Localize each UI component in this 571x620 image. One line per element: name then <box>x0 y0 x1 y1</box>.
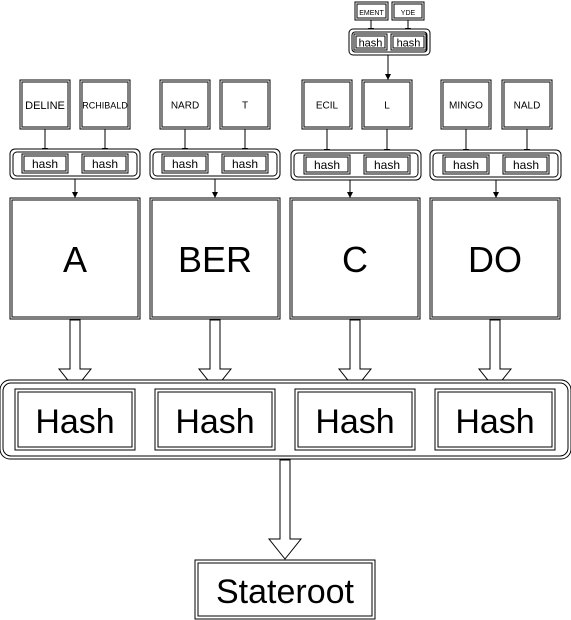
branch-node <box>289 197 421 320</box>
leaf-box <box>79 79 131 130</box>
root-hash-box <box>14 388 136 451</box>
block-arrow <box>267 459 303 560</box>
branch-label: C <box>342 239 368 280</box>
root-hash-label: Hash <box>35 403 114 441</box>
branch-group: MINGO NALD hash hash DO <box>429 79 562 320</box>
top-hash-box <box>353 33 388 51</box>
leaf-box <box>501 79 553 130</box>
stateroot-box <box>194 559 376 620</box>
root-hash-label: Hash <box>175 403 254 441</box>
top-leaf-label: EMENT <box>359 10 384 17</box>
block-arrow <box>197 319 233 390</box>
root-hash-box <box>154 388 276 451</box>
leaf-label: MINGO <box>449 101 483 112</box>
leaf-label: ECIL <box>316 101 339 112</box>
root-hash-box <box>294 388 416 451</box>
hash-box <box>303 154 351 175</box>
leaf-label: RCHIBALD <box>82 101 128 111</box>
branch-group: ECIL L hash hash C <box>289 79 422 320</box>
hash-box <box>221 153 269 174</box>
hash-label: hash <box>314 158 340 172</box>
stateroot-node: Stateroot <box>194 559 376 620</box>
leaf-label: T <box>242 101 248 112</box>
leaf-label: NARD <box>171 101 199 112</box>
hash-label: hash <box>374 158 400 172</box>
leaf-label: NALD <box>514 101 541 112</box>
branch-node <box>149 197 281 320</box>
hash-box <box>161 153 209 174</box>
stateroot-label: Stateroot <box>216 573 355 611</box>
branch-group: NARD T hash hash BER <box>149 79 281 320</box>
root-hash-box <box>434 388 556 451</box>
top-hash-label: hash <box>397 38 421 50</box>
block-arrow <box>337 319 373 390</box>
hash-label: hash <box>232 157 258 171</box>
top-hash-container-inner <box>351 31 428 53</box>
top-hash-box <box>390 33 427 51</box>
hash-box <box>363 154 411 175</box>
hash-label: hash <box>172 157 198 171</box>
leaf-box <box>159 79 211 130</box>
block-arrows <box>57 319 513 390</box>
root-hash-container: Hash Hash Hash Hash <box>0 379 571 460</box>
hash-box <box>502 154 550 175</box>
root-hash-outer <box>0 379 571 460</box>
block-arrow <box>477 319 513 390</box>
top-extension: EMENT YDE hash hash <box>348 1 431 80</box>
leaf-label: L <box>384 101 390 112</box>
branch-label: DO <box>468 239 522 280</box>
branch-node <box>429 197 561 320</box>
hash-box <box>81 153 129 174</box>
root-hash-label: Hash <box>315 403 394 441</box>
hash-label: hash <box>453 158 479 172</box>
hash-box <box>21 153 69 174</box>
leaf-label: DELINE <box>25 100 65 112</box>
leaf-box <box>440 79 492 130</box>
hash-label: hash <box>32 157 58 171</box>
hash-label: hash <box>513 158 539 172</box>
top-leaf-inner <box>393 3 423 19</box>
top-leaf-label: YDE <box>401 10 416 17</box>
branch-node <box>9 197 141 320</box>
top-leaf-inner <box>356 3 387 19</box>
top-hash-label: hash <box>359 38 383 50</box>
branch-group: DELINE RCHIBALD hash hash A <box>9 79 141 320</box>
hash-label: hash <box>92 157 118 171</box>
root-hash-label: Hash <box>455 403 534 441</box>
branch-label: A <box>63 239 87 280</box>
block-arrow <box>57 319 93 390</box>
leaf-box <box>219 79 271 130</box>
hash-box <box>442 154 490 175</box>
branch-label: BER <box>178 239 252 280</box>
